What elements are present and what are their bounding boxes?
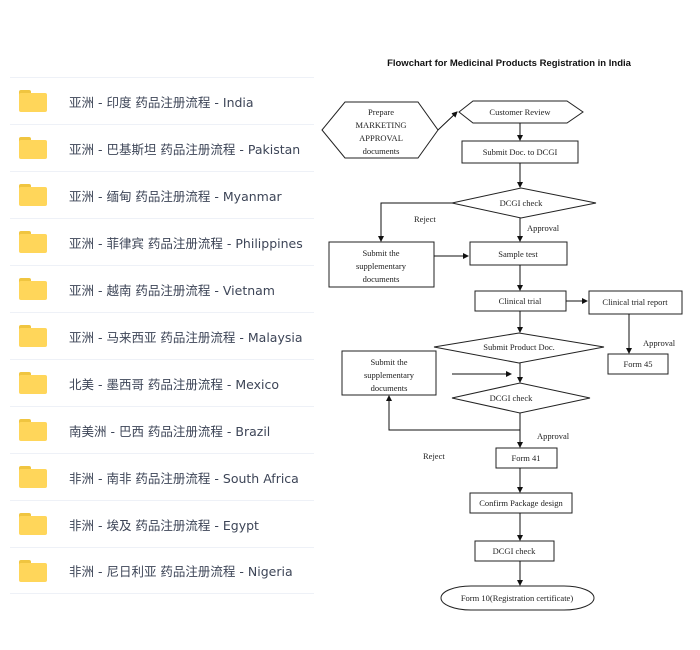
edge-dcgi1-reject	[378, 202, 452, 242]
folder-item-nigeria[interactable]: 非洲 - 尼日利亚 药品注册流程 - Nigeria	[10, 547, 314, 594]
node-form-10	[440, 585, 595, 611]
node-form-41	[495, 447, 558, 469]
folder-icon	[19, 137, 47, 159]
folder-label: 南美洲 - 巴西 药品注册流程 - Brazil	[69, 423, 271, 439]
folder-label: 亚洲 - 马来西亚 药品注册流程 - Malaysia	[69, 329, 303, 345]
folder-item-vietnam[interactable]: 亚洲 - 越南 药品注册流程 - Vietnam	[10, 265, 314, 312]
node-supp-docs-2-line3: documents	[371, 383, 408, 393]
edge-label-approval-1: Approval	[527, 223, 560, 233]
node-customer-review-label: Customer Review	[489, 107, 551, 117]
node-supp-docs-1	[328, 241, 435, 288]
edge-prepare-to-review	[437, 111, 458, 131]
node-supp-docs-1-line3: documents	[363, 274, 400, 284]
folder-item-india[interactable]: 亚洲 - 印度 药品注册流程 - India	[10, 77, 314, 124]
node-supp-docs-2	[341, 350, 437, 396]
node-clinical-trial-report	[588, 290, 683, 315]
folder-label: 亚洲 - 印度 药品注册流程 - India	[69, 94, 254, 110]
folder-label: 非洲 - 尼日利亚 药品注册流程 - Nigeria	[69, 564, 293, 579]
folder-label: 亚洲 - 缅甸 药品注册流程 - Myanmar	[69, 188, 282, 204]
node-supp-docs-2-line2: supplementary	[364, 370, 415, 380]
folder-item-mexico[interactable]: 北美 - 墨西哥 药品注册流程 - Mexico	[10, 359, 314, 406]
folder-label: 非洲 - 埃及 药品注册流程 - Egypt	[69, 517, 259, 533]
folder-label: 北美 - 墨西哥 药品注册流程 - Mexico	[69, 376, 280, 392]
folder-icon	[19, 419, 47, 441]
node-supp-docs-2-line1: Submit the	[370, 357, 407, 367]
flowchart: Flowchart for Medicinal Products Registr…	[318, 50, 700, 650]
node-supp-docs-1-line1: Submit the	[362, 248, 399, 258]
node-sample-test-label: Sample test	[498, 249, 538, 259]
node-form-45	[607, 353, 669, 375]
node-dcgi-check-3-label: DCGI check	[493, 546, 536, 556]
node-dcgi-check-1-label: DCGI check	[500, 198, 543, 208]
node-prepare-line4: documents	[363, 146, 400, 156]
folder-icon	[19, 90, 47, 112]
node-submit-product-doc	[433, 332, 605, 364]
edge-dcgi2-reject	[386, 395, 520, 431]
folder-icon	[19, 466, 47, 488]
edge-label-approval-report: Approval	[643, 338, 676, 348]
node-dcgi-check-1	[451, 187, 597, 219]
node-dcgi-check-2	[451, 382, 591, 414]
folder-icon	[19, 513, 47, 535]
node-confirm-package-label: Confirm Package design	[479, 498, 563, 508]
flowchart-title: Flowchart for Medicinal Products Registr…	[387, 58, 631, 69]
folder-item-brazil[interactable]: 南美洲 - 巴西 药品注册流程 - Brazil	[10, 406, 314, 453]
node-clinical-trial-report-label: Clinical trial report	[602, 297, 668, 307]
folder-item-pakistan[interactable]: 亚洲 - 巴基斯坦 药品注册流程 - Pakistan	[10, 124, 314, 171]
node-dcgi-check-3	[474, 540, 555, 562]
edge-label-reject-2: Reject	[423, 451, 445, 461]
folder-icon	[19, 231, 47, 253]
folder-label: 亚洲 - 越南 药品注册流程 - Vietnam	[69, 282, 275, 298]
folder-list: 亚洲 - 印度 药品注册流程 - India 亚洲 - 巴基斯坦 药品注册流程 …	[10, 77, 314, 594]
node-clinical-trial-label: Clinical trial	[499, 296, 542, 306]
folder-icon	[19, 372, 47, 394]
flowchart-canvas: Prepare MARKETING APPROVAL documents Cus…	[321, 100, 683, 611]
node-prepare-line3: APPROVAL	[359, 133, 403, 143]
node-confirm-package	[469, 492, 573, 514]
node-form-45-label: Form 45	[623, 359, 652, 369]
folder-item-malaysia[interactable]: 亚洲 - 马来西亚 药品注册流程 - Malaysia	[10, 312, 314, 359]
folder-label: 非洲 - 南非 药品注册流程 - South Africa	[69, 470, 299, 486]
folder-icon	[19, 325, 47, 347]
folder-icon	[19, 559, 47, 582]
node-customer-review	[458, 100, 584, 124]
node-form-41-label: Form 41	[511, 453, 540, 463]
edge-label-approval-2: Approval	[537, 431, 570, 441]
node-prepare-line2: MARKETING	[356, 120, 407, 130]
folder-item-south-africa[interactable]: 非洲 - 南非 药品注册流程 - South Africa	[10, 453, 314, 500]
folder-label: 亚洲 - 巴基斯坦 药品注册流程 - Pakistan	[69, 141, 301, 157]
folder-icon	[19, 184, 47, 206]
folder-icon	[19, 278, 47, 300]
node-dcgi-check-2-label: DCGI check	[490, 393, 533, 403]
node-submit-doc-label: Submit Doc. to DCGI	[483, 147, 558, 157]
node-form-10-label: Form 10(Registration certificate)	[461, 593, 574, 603]
edge-label-reject-1: Reject	[414, 214, 436, 224]
folder-item-myanmar[interactable]: 亚洲 - 缅甸 药品注册流程 - Myanmar	[10, 171, 314, 218]
folder-label: 亚洲 - 菲律宾 药品注册流程 - Philippines	[69, 235, 303, 251]
node-prepare-line1: Prepare	[368, 107, 394, 117]
folder-item-egypt[interactable]: 非洲 - 埃及 药品注册流程 - Egypt	[10, 500, 314, 547]
node-sample-test	[469, 241, 568, 266]
node-supp-docs-1-line2: supplementary	[356, 261, 407, 271]
folder-item-philippines[interactable]: 亚洲 - 菲律宾 药品注册流程 - Philippines	[10, 218, 314, 265]
node-submit-product-doc-label: Submit Product Doc.	[483, 342, 555, 352]
